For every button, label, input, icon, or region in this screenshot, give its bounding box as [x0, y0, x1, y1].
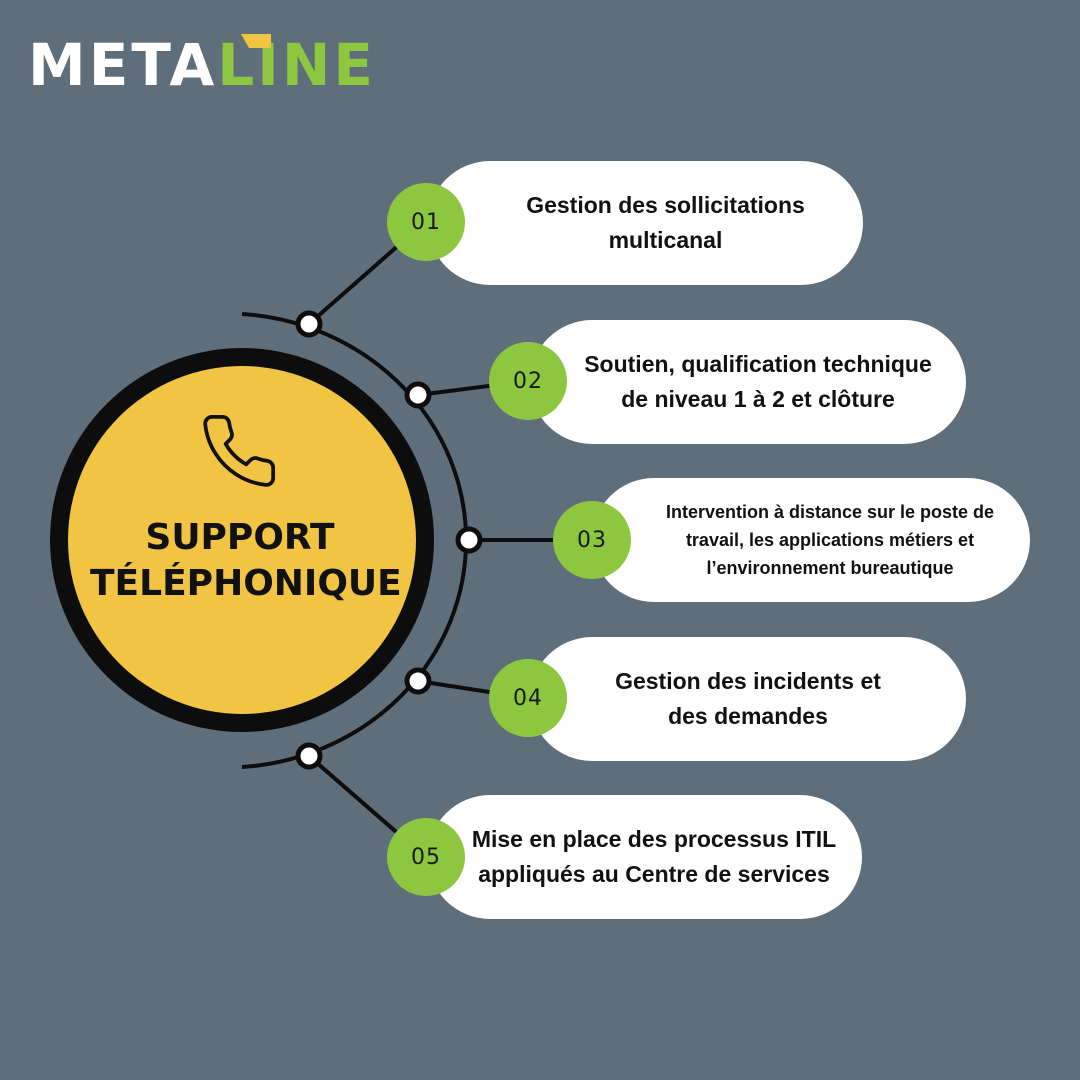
logo-accent-shape [241, 34, 271, 48]
dot-03 [455, 526, 483, 554]
logo-text-line: LINE [217, 31, 376, 99]
step-badge-05: 05 [387, 818, 465, 896]
step-badge-03: 03 [553, 501, 631, 579]
dot-01 [295, 310, 323, 338]
step-card-03: Intervention à distance sur le poste de … [592, 478, 1030, 602]
step-card-02: Soutien, qualification technique de nive… [530, 320, 966, 444]
step-text-01: Gestion des sollicitations multicanal [526, 192, 805, 253]
step-text-04: Gestion des incidents et des demandes [615, 668, 881, 729]
connector-dots [295, 310, 483, 770]
center-circle [68, 366, 416, 714]
step-badge-04: 04 [489, 659, 567, 737]
step-card-01: Gestion des sollicitations multicanal [428, 161, 863, 285]
center-title-line2: TÉLÉPHONIQUE [90, 563, 402, 604]
dot-02 [404, 381, 432, 409]
step-text-05: Mise en place des processus ITIL appliqu… [471, 826, 837, 887]
step-card-05: Mise en place des processus ITIL appliqu… [428, 795, 862, 919]
phone-icon [203, 414, 276, 487]
step-text-03: Intervention à distance sur le poste de … [665, 502, 995, 578]
step-card-04: Gestion des incidents et des demandes [530, 637, 966, 761]
dot-04 [404, 667, 432, 695]
step-badge-02: 02 [489, 342, 567, 420]
dot-05 [295, 742, 323, 770]
center-title: SUPPORT TÉLÉPHONIQUE [90, 515, 402, 607]
step-text-02: Soutien, qualification technique de nive… [584, 351, 932, 412]
logo-text-meta: META [28, 31, 218, 99]
center-title-line1: SUPPORT [145, 517, 335, 558]
step-badge-01: 01 [387, 183, 465, 261]
